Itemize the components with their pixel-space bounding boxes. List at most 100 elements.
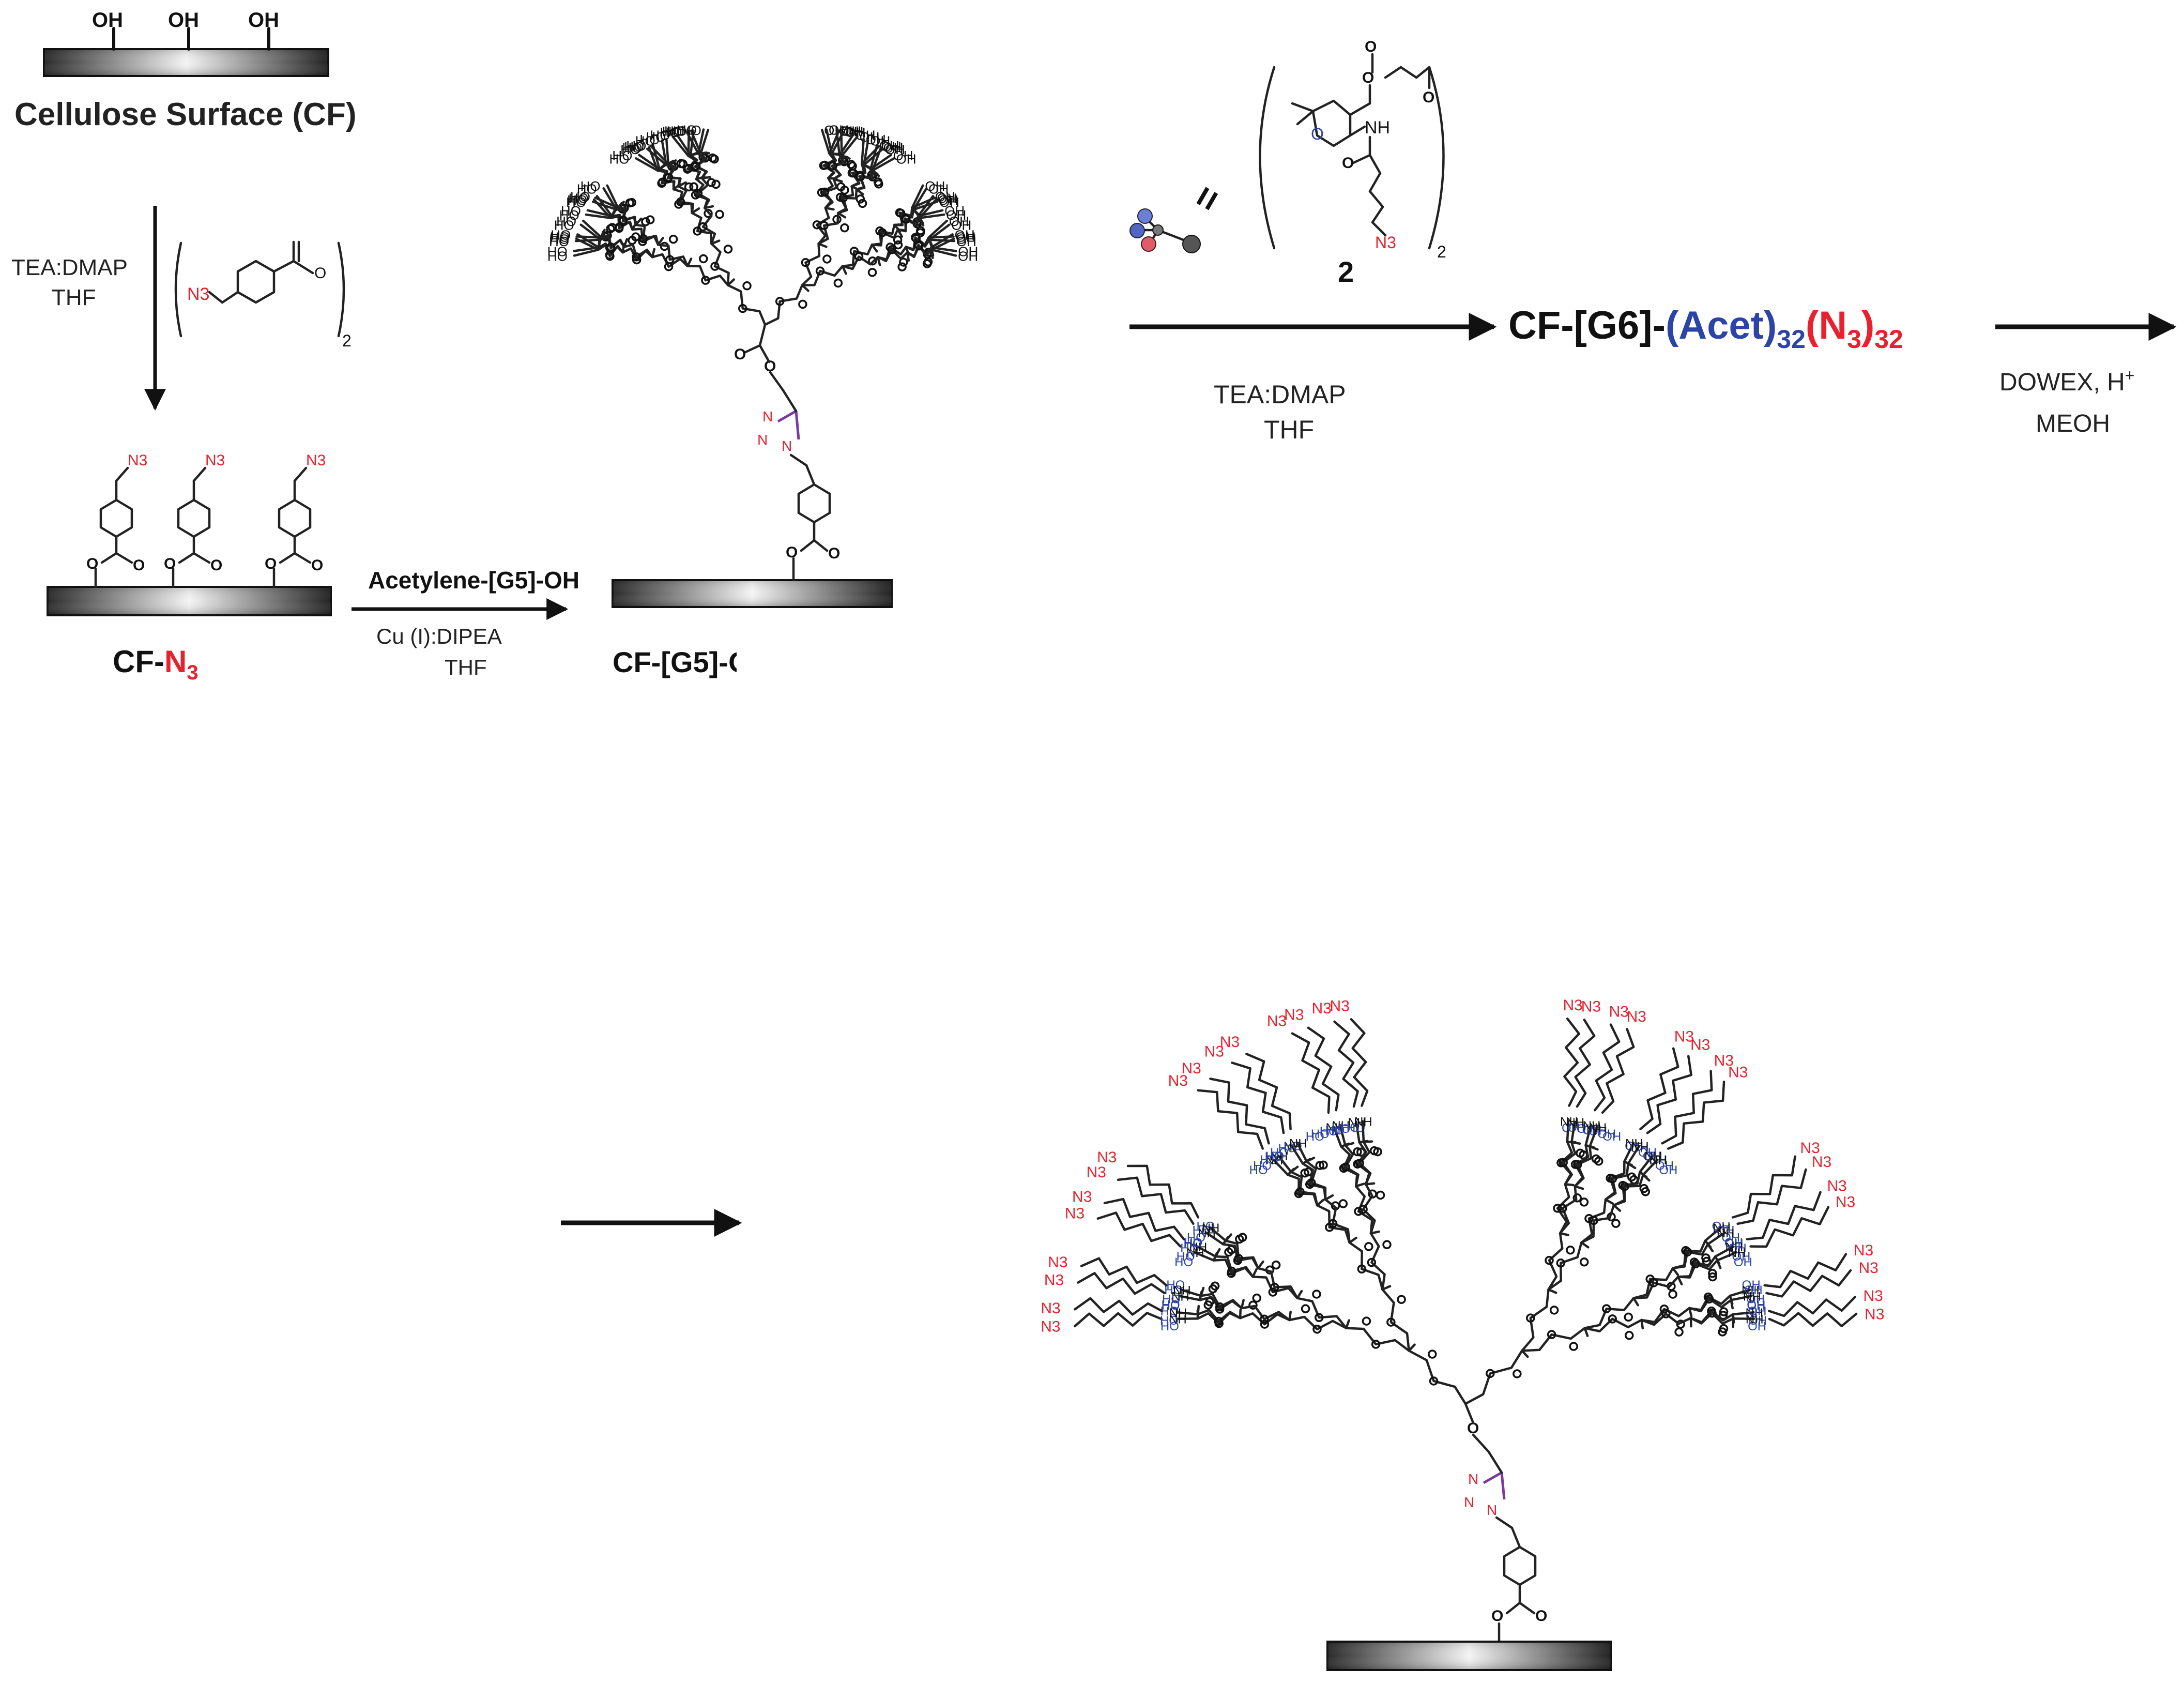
- g5-triazole-n-2: N: [757, 432, 768, 448]
- cf-n3-azide-label-1: N3: [128, 452, 147, 469]
- ester-oxygen: [1357, 1264, 1367, 1274]
- anhydride-o-label: O: [314, 265, 326, 282]
- g5-hydroxyl-22: HO: [624, 139, 644, 155]
- g6-hydroxyl-93: OH: [1748, 1305, 1766, 1318]
- g6-hydroxyl-36: HO: [1306, 1130, 1324, 1144]
- compound-2-structure: O O O O NH O N3 2: [1259, 38, 1446, 261]
- g5-hydroxyl-45: OH: [893, 148, 913, 163]
- carbonyl-oxygen: [867, 268, 877, 277]
- g5-hydroxyl-13: HO: [577, 181, 597, 196]
- ester-oxygen: [606, 242, 616, 252]
- click-step-reagent-bottom-2: THF: [445, 655, 487, 679]
- ester-oxygen: [820, 187, 830, 197]
- g5-hydroxyl-52: OH: [935, 189, 955, 204]
- g6-hydroxyl-58: OH: [1602, 1130, 1621, 1144]
- svg-text:O: O: [1362, 69, 1374, 86]
- carbonyl-oxygen: [1641, 1187, 1651, 1196]
- g6-hydroxyl-3: HO: [1160, 1314, 1179, 1328]
- ester-oxygen: [801, 258, 811, 267]
- g5-hydroxyl-2: HO: [547, 244, 568, 260]
- g6-hydroxyl-25: HO: [1260, 1153, 1278, 1167]
- carbonyl-oxygen: [1248, 1300, 1258, 1310]
- g6-azide-74: N3: [1800, 1140, 1820, 1157]
- g5-hydroxyl-59: OH: [956, 234, 976, 249]
- carbonyl-oxygen: [707, 178, 716, 187]
- ester-oxygen: [1270, 1282, 1279, 1292]
- g6-amide-nh-17: NH: [1189, 1240, 1207, 1254]
- ester-oxygen: [1312, 1324, 1322, 1334]
- ester-oxygen: [1553, 1204, 1562, 1213]
- g6-hydroxyl-63: OH: [1630, 1142, 1649, 1156]
- carbonyl-oxygen: [1549, 1306, 1559, 1315]
- svg-text:O: O: [86, 555, 98, 572]
- g6-hydroxyl-81: OH: [1728, 1241, 1747, 1255]
- ester-oxygen: [1315, 1313, 1324, 1322]
- g6-hydroxyl-22: HO: [1196, 1220, 1215, 1234]
- carbonyl-oxygen: [1312, 1290, 1321, 1299]
- g6-hydroxyl-42: HO: [1326, 1123, 1345, 1137]
- g5-hydroxyl-34: OH: [829, 122, 849, 138]
- cellulose-surface-group: OH OH OH Cellulose Surface (CF): [14, 9, 356, 132]
- carbonyl-oxygen: [833, 278, 843, 288]
- ester-oxygen: [902, 215, 911, 224]
- carbonyl-oxygen: [1210, 1281, 1220, 1291]
- g6-triazole-n-2: N: [1464, 1494, 1474, 1510]
- g5-hydroxyl-16: HO: [609, 151, 629, 166]
- g6-hydroxyl-90: OH: [1747, 1299, 1766, 1313]
- ester-oxygen: [1307, 1178, 1316, 1188]
- carbonyl-oxygen: [1718, 1310, 1728, 1320]
- g5-hydroxyl-20: HO: [620, 142, 640, 157]
- g6-azide-83: N3: [1836, 1194, 1855, 1211]
- g5-hydroxyl-7: HO: [556, 214, 576, 229]
- ester-oxygen: [1545, 1255, 1554, 1265]
- g6-hydroxyl-48: OH: [1562, 1121, 1580, 1135]
- g5-hydroxyl-23: HO: [639, 132, 660, 147]
- g5-hydroxyl-3: HO: [551, 227, 571, 242]
- ester-oxygen: [1608, 1174, 1617, 1184]
- g6-amide-nh-47: NH: [1354, 1115, 1372, 1129]
- g6-azide-32: N3: [1204, 1043, 1224, 1060]
- carbonyl-oxygen: [840, 223, 849, 233]
- g6-amide-nh-56: NH: [1583, 1119, 1601, 1133]
- carbonyl-oxygen: [1271, 1260, 1281, 1270]
- click-step-reagent-bottom-1: Cu (I):DIPEA: [376, 624, 502, 648]
- g5-hydroxyl-0: HO: [547, 248, 568, 264]
- g5-hydroxyl-63: OH: [958, 248, 978, 264]
- cf-n3-azide-label-2: N3: [205, 452, 225, 469]
- ester-oxygen: [775, 297, 785, 306]
- carbonyl-oxygen: [893, 235, 903, 245]
- carbonyl-oxygen: [822, 254, 832, 264]
- ester-oxygen: [1573, 1160, 1582, 1170]
- ester-oxygen: [1214, 1316, 1224, 1326]
- step-two-reagent-2: THF: [1264, 415, 1314, 444]
- ester-oxygen: [632, 252, 641, 262]
- g6-azide-8: N3: [1044, 1272, 1064, 1289]
- g6-hydroxyl-67: OH: [1655, 1159, 1674, 1173]
- ester-oxygen: [665, 255, 675, 264]
- g6-hydroxyl-30: HO: [1265, 1149, 1284, 1163]
- g6-hydroxyl-45: HO: [1332, 1122, 1350, 1136]
- ester-oxygen: [1260, 1320, 1270, 1329]
- svg-text:O: O: [1491, 1608, 1503, 1625]
- svg-text:O: O: [1365, 38, 1377, 55]
- ester-oxygen: [1661, 1309, 1671, 1318]
- anhydride-azide-label: N3: [187, 284, 209, 304]
- cf-n3-label: CF-N3: [113, 644, 198, 684]
- ester-oxygen: [1328, 1219, 1338, 1229]
- ester-oxygen: [1556, 1259, 1566, 1268]
- g5-hydroxyl-43: OH: [885, 142, 905, 157]
- svg-text:O: O: [210, 557, 222, 574]
- g6-amide-nh-41: NH: [1332, 1119, 1350, 1133]
- g6-amide-nh-2: NH: [1169, 1313, 1187, 1327]
- ester-oxygen: [1608, 1314, 1617, 1324]
- g6-hydroxyl-84: OH: [1742, 1278, 1761, 1292]
- g6-azide-62: N3: [1674, 1028, 1694, 1045]
- carbonyl-oxygen: [631, 232, 640, 241]
- g6-azide-2: N3: [1041, 1318, 1060, 1335]
- g6-hydroxyl-4: HO: [1161, 1299, 1180, 1313]
- carbonyl-oxygen: [715, 209, 724, 219]
- g5-triazole-n-3: N: [762, 408, 773, 424]
- cellulose-surface-label: Cellulose Surface (CF): [14, 97, 356, 132]
- ester-oxygen: [698, 222, 708, 232]
- step-one-reagent-1: TEA:DMAP: [11, 255, 128, 280]
